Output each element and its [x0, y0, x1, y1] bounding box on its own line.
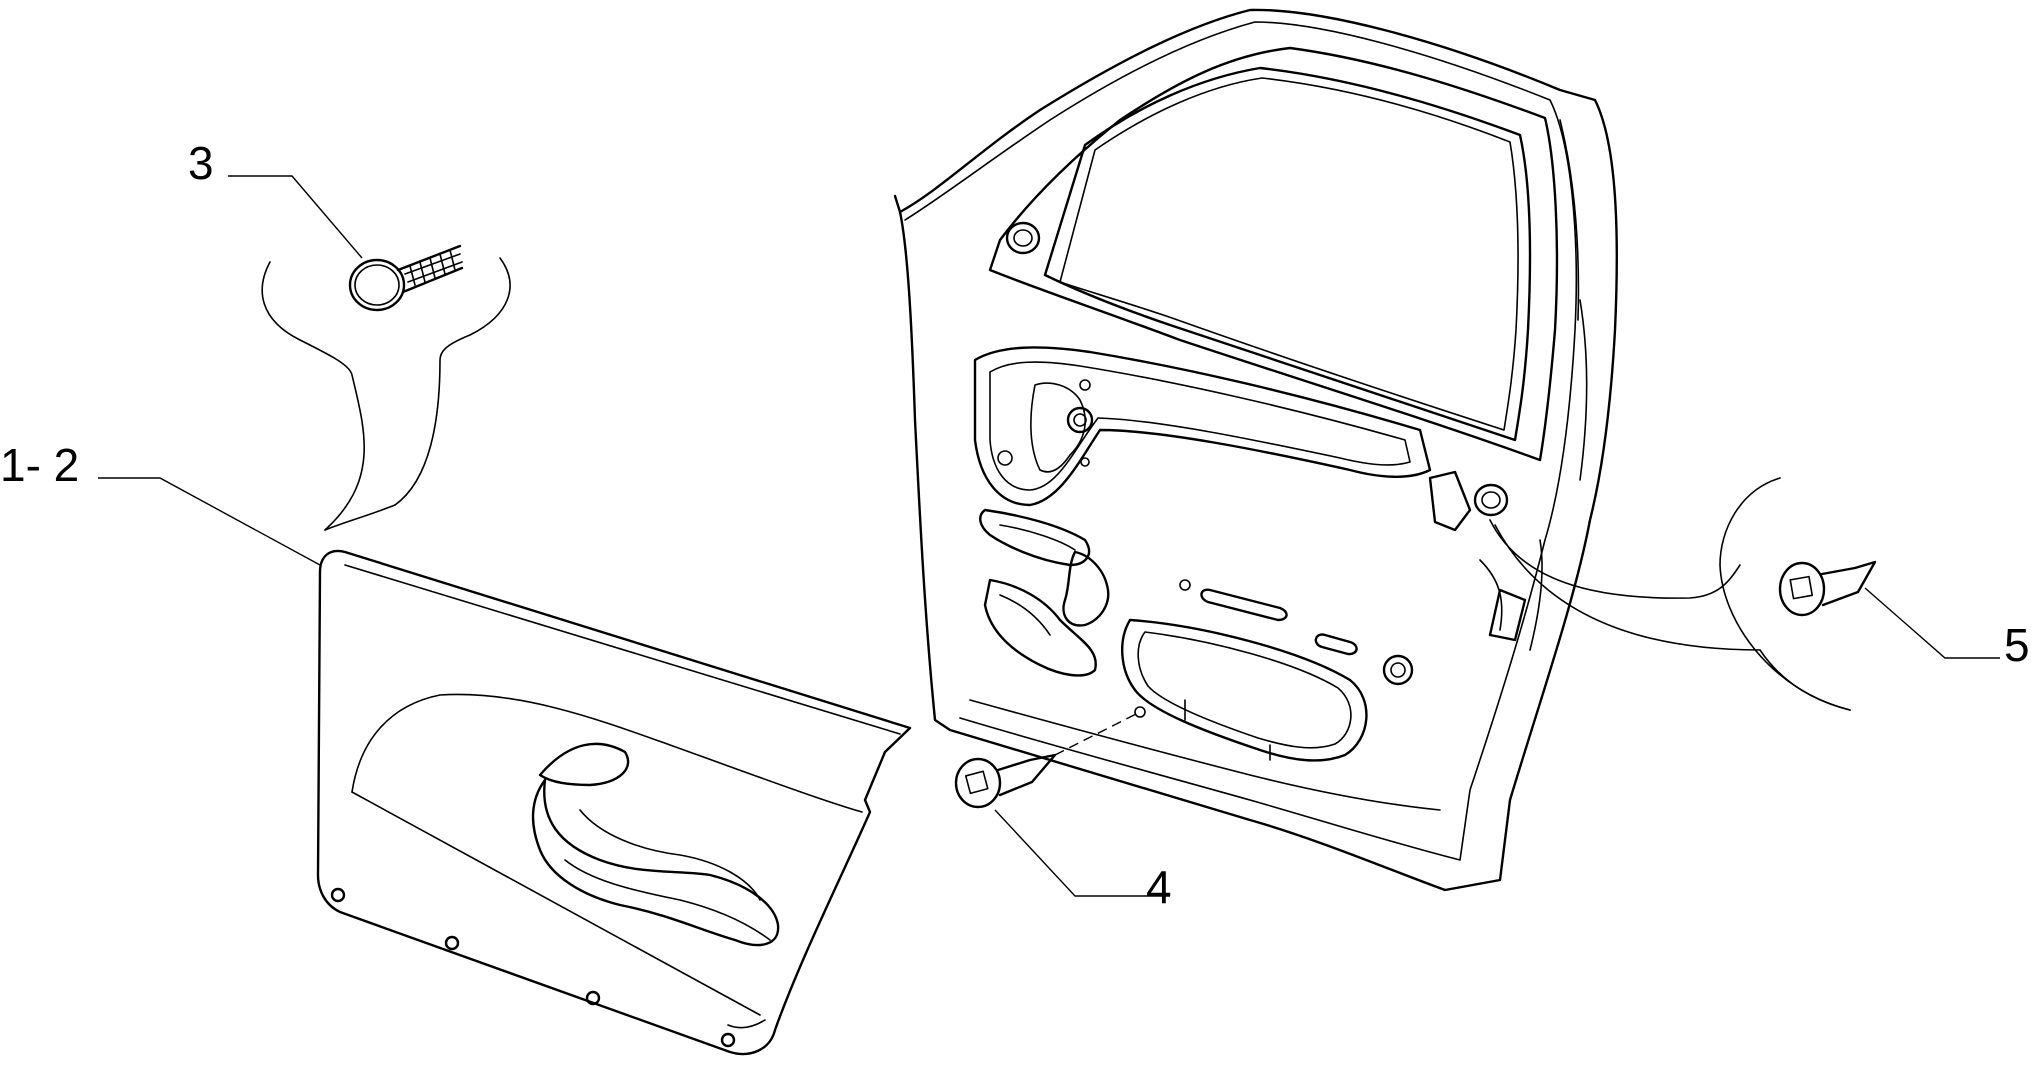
- screw-part-4: [954, 711, 1141, 809]
- door-inner-frame: [893, 8, 1618, 892]
- push-clip-part-3: [261, 244, 511, 531]
- callout-part-5: 5: [2004, 619, 2030, 671]
- door-trim-panel: [316, 549, 912, 1056]
- callout-part-3: 3: [188, 137, 214, 189]
- screw-part-5: [1489, 477, 1877, 711]
- callout-part-1-2: 1- 2: [0, 439, 80, 491]
- leader-lines: [98, 175, 2000, 897]
- callout-part-4: 4: [1146, 861, 1172, 913]
